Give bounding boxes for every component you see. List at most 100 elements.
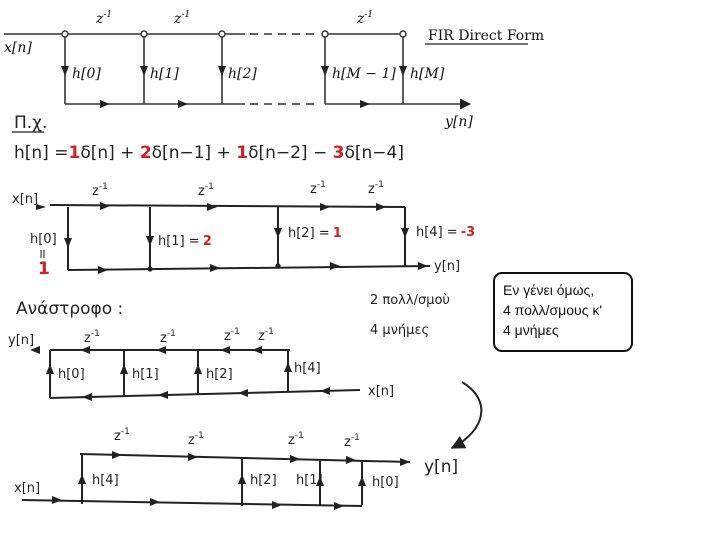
d1-arrow xyxy=(418,262,428,270)
d1-h0: h[0] xyxy=(30,232,57,247)
fir-tap-m-1: h[M − 1] xyxy=(332,66,396,82)
r-arrow xyxy=(272,501,282,509)
fir-tap-arrow xyxy=(140,66,148,76)
d1-arrow xyxy=(320,203,330,211)
d1-arrow xyxy=(98,266,108,274)
r-delay: z-1 xyxy=(288,431,304,448)
d1-bottom-line xyxy=(67,265,431,271)
transposed-form: Ανάστροφο : y[n] z-1 z-1 z-1 z-1 h[0] h[… xyxy=(8,299,394,401)
d1-node xyxy=(275,263,281,269)
d1-input-label: x[n] xyxy=(12,192,38,207)
fir-tap-arrow xyxy=(61,66,69,76)
reorder-arrow xyxy=(450,381,483,449)
r-tap-arrow xyxy=(358,476,366,486)
t-bottom-line xyxy=(49,389,361,399)
r-tap-arrow xyxy=(78,474,86,484)
t-tap-0: h[0] xyxy=(58,367,85,382)
r-arrow xyxy=(334,502,344,510)
transpose-label: Ανάστροφο : xyxy=(16,299,123,319)
d1-arrow xyxy=(210,264,220,272)
t-arrow xyxy=(252,346,262,354)
t-arrow xyxy=(80,346,90,354)
fir-tap-m: h[M] xyxy=(410,66,445,82)
r-arrow xyxy=(400,458,410,466)
r-output-label: y[n] xyxy=(424,457,458,477)
t-delay: z-1 xyxy=(84,329,100,346)
t-delay: z-1 xyxy=(258,327,274,344)
d1-h4: h[4] =-3 xyxy=(416,225,475,240)
note-box: Εν γένει όμως, 4 πολλ/σμους κ' 4 μνήμες xyxy=(493,272,633,352)
fir-output-label: y[n] xyxy=(444,114,473,130)
note-line-2: 4 πολλ/σμους κ' xyxy=(503,302,603,318)
r-top-line xyxy=(79,453,411,463)
d1-arrow xyxy=(330,262,340,270)
r-arrow xyxy=(188,453,198,461)
r-delay: z-1 xyxy=(114,427,130,444)
d1-h2: h[2] =1 xyxy=(288,226,342,241)
fir-tap-arrow xyxy=(218,66,226,76)
impulse-equation: h[n] =1δ[n] + 2δ[n−1] + 1δ[n−2] − 3δ[n−4… xyxy=(14,143,404,163)
fir-node xyxy=(321,30,329,38)
t-tap-arrow xyxy=(284,362,292,372)
fir-tap-1: h[1] xyxy=(150,66,179,82)
r-arrow xyxy=(150,498,160,506)
fir-node xyxy=(140,30,148,38)
t-tap-arrow xyxy=(194,364,202,374)
r-tap-2: h[2] xyxy=(250,473,277,488)
fir-node xyxy=(218,30,226,38)
r-input-label: x[n] xyxy=(14,481,40,496)
t-arrow xyxy=(238,389,248,397)
t-delay: z-1 xyxy=(224,327,240,344)
t-arrow xyxy=(220,346,230,354)
fir-title: FIR Direct Form xyxy=(428,28,544,44)
d1-tap-arrow xyxy=(64,238,72,248)
d1-h0-eq: ॥ xyxy=(38,247,46,262)
d1-node xyxy=(147,266,153,272)
fir-tap-arrow xyxy=(399,66,407,76)
note-memories: 4 μνήμες xyxy=(370,323,429,338)
example-label: Π.χ. xyxy=(14,113,47,133)
fir-delay-3: z-1 xyxy=(356,10,373,27)
d1-tap-arrow xyxy=(274,228,282,238)
d1-tap-arrow xyxy=(146,236,154,246)
r-arrow xyxy=(290,455,300,463)
d1-delay: z-1 xyxy=(198,182,214,199)
fir-delay-2: z-1 xyxy=(173,10,190,27)
d1-tap-arrow xyxy=(401,228,409,238)
r-tap-arrow xyxy=(316,476,324,486)
r-arrow xyxy=(346,456,356,464)
t-arrow xyxy=(156,346,166,354)
d1-top-line xyxy=(49,204,406,208)
t-arrow xyxy=(320,387,330,395)
fir-sum-arrow xyxy=(360,100,370,108)
d1-h1: h[1] =2 xyxy=(158,234,212,249)
d1-delay: z-1 xyxy=(92,182,108,199)
t-tap-4: h[4] xyxy=(294,361,321,376)
fir-delay-1: z-1 xyxy=(95,10,112,27)
example-section: Π.χ. h[n] =1δ[n] + 2δ[n−1] + 1δ[n−2] − 3… xyxy=(12,113,404,163)
d1-arrow xyxy=(376,203,386,211)
example-direct-form: x[n] z-1 z-1 z-1 z-1 h[0] ॥ 1 h[1] =2 h[… xyxy=(12,180,475,279)
d1-output-label: y[n] xyxy=(434,259,460,274)
t-arrow xyxy=(158,391,168,399)
fir-direct-form: x[n] z-1 z-1 z-1 h[0] h[1] h[2] h[M − 1]… xyxy=(4,10,544,130)
r-delay: z-1 xyxy=(188,431,204,448)
r-bottom-line xyxy=(21,499,363,507)
note-line-1: Εν γένει όμως, xyxy=(503,282,595,298)
t-arrow xyxy=(82,393,92,401)
t-tap-arrow xyxy=(120,364,128,374)
t-tap-2: h[2] xyxy=(206,367,233,382)
fir-tap-2: h[2] xyxy=(228,66,257,82)
fir-input-label: x[n] xyxy=(4,40,32,56)
fir-sum-arrow xyxy=(100,100,110,108)
r-tap-4: h[4] xyxy=(92,473,119,488)
t-tap-arrow xyxy=(46,364,54,374)
reordered-transposed-form: z-1 z-1 z-1 z-1 h[4] h[2] h[1] h[0] y[n]… xyxy=(14,427,458,510)
fir-sum-arrow xyxy=(178,100,188,108)
d1-h0-val: 1 xyxy=(38,259,50,279)
t-arrow xyxy=(30,346,40,354)
r-tap-1: h[1] xyxy=(296,473,323,488)
fir-node xyxy=(61,30,69,38)
d1-delay: z-1 xyxy=(310,180,326,197)
r-tap-0: h[0] xyxy=(372,475,399,490)
